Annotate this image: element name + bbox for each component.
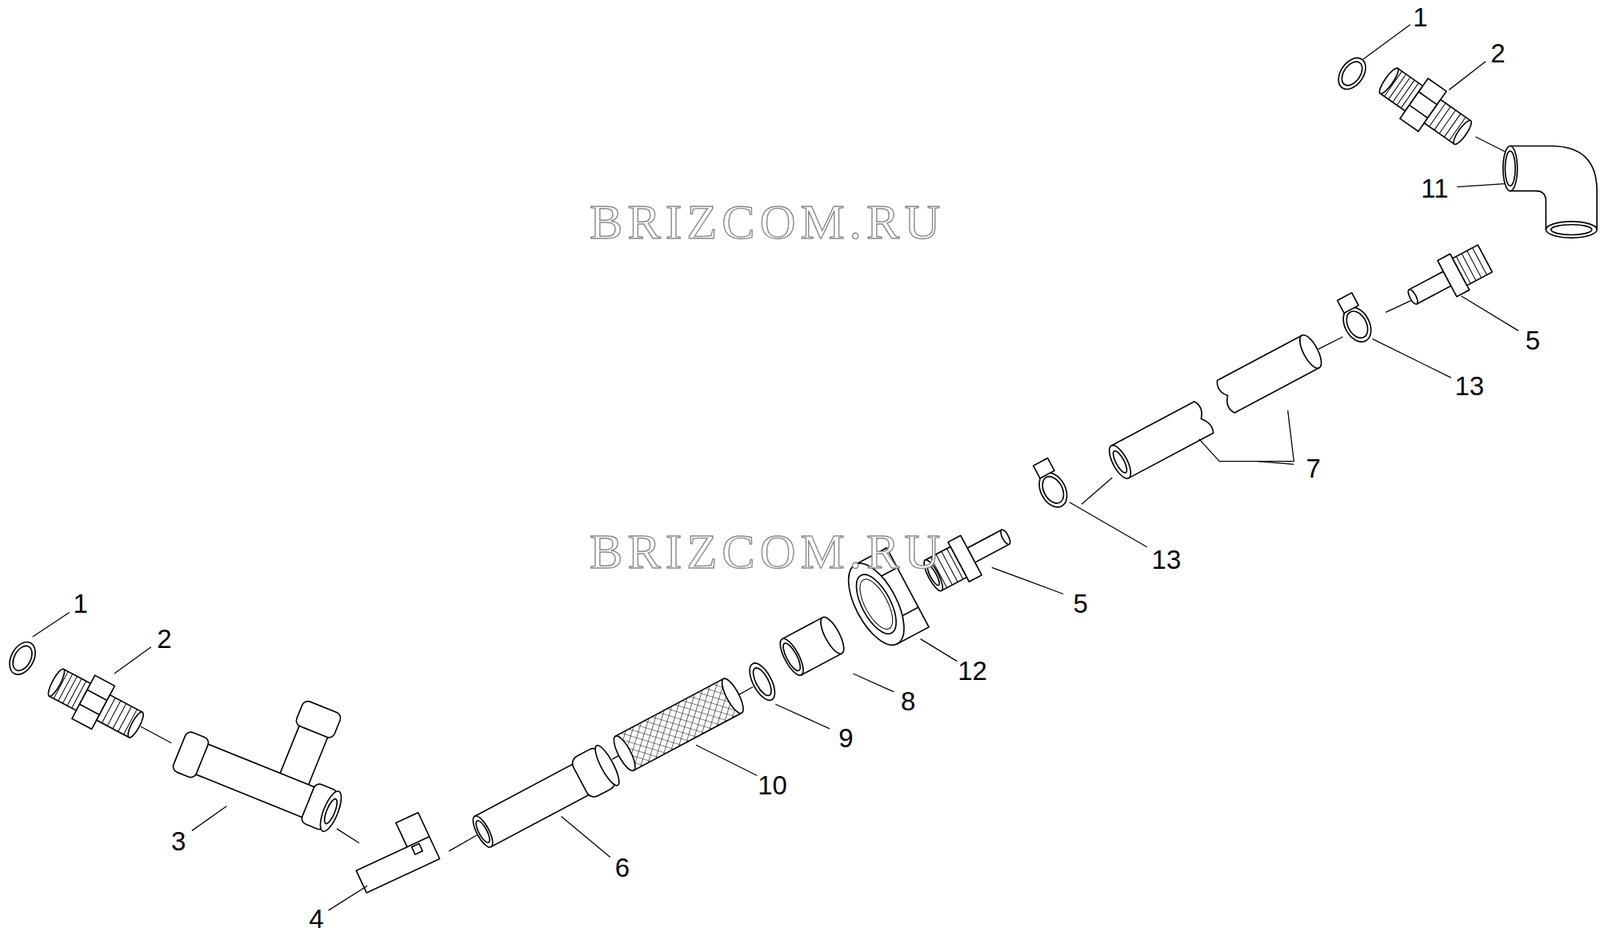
bracket <box>1199 410 1295 462</box>
callout-number: 12 <box>957 657 988 684</box>
callout-number: 1 <box>1412 3 1428 30</box>
callout-number: 10 <box>757 771 788 798</box>
callout-number: 6 <box>615 854 630 881</box>
callout-number: 11 <box>1420 174 1448 201</box>
callout-number: 2 <box>156 625 172 652</box>
callout-number: 13 <box>1152 545 1182 572</box>
callout-number: 7 <box>1305 455 1320 482</box>
callout-number: 3 <box>171 828 186 855</box>
callout-number: 4 <box>308 904 324 932</box>
callout-number: 8 <box>900 688 916 715</box>
callout-number: 5 <box>1525 326 1540 353</box>
watermark: BRIZCOM.RU <box>589 526 945 576</box>
callout-number: 1 <box>73 589 88 616</box>
callout-number: 5 <box>1073 589 1088 616</box>
assembly-line <box>140 136 1508 852</box>
callout-number: 2 <box>1490 40 1505 67</box>
callout-number: 9 <box>838 724 853 752</box>
callout-number: 13 <box>1454 372 1484 400</box>
leader-line <box>32 24 1519 911</box>
watermark: BRIZCOM.RU <box>589 196 945 247</box>
